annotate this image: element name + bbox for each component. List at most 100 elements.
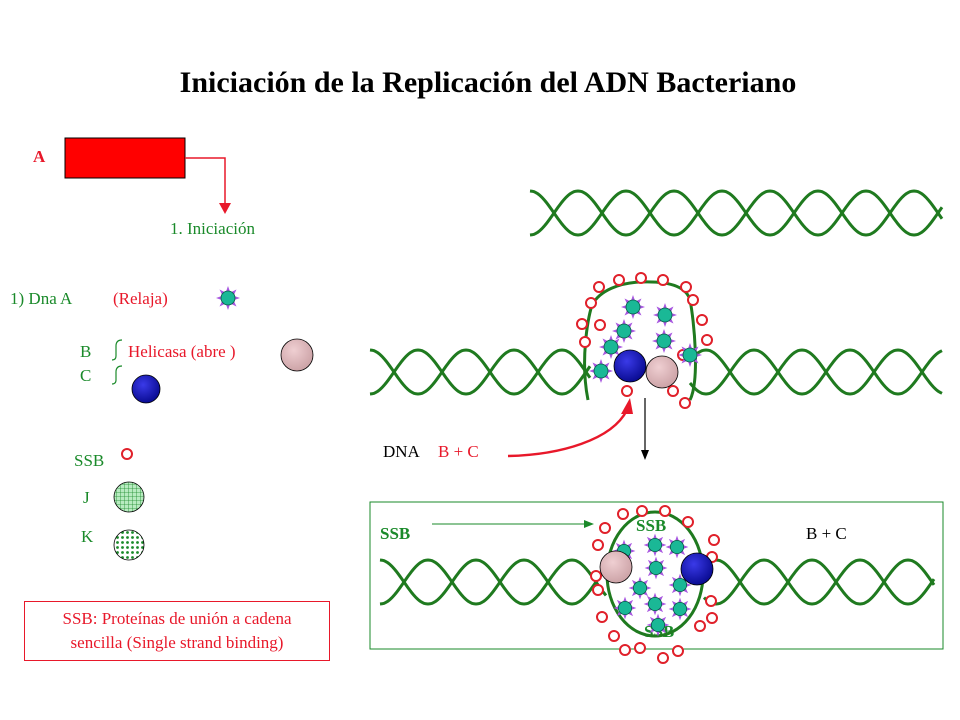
dna-a-protein-icon — [216, 286, 240, 310]
initiation-arrowhead — [219, 203, 231, 214]
ssb-ring-icon — [590, 570, 602, 582]
ssb-rings-bottom — [590, 505, 720, 664]
dna-a-protein-icon — [668, 597, 692, 621]
ssb-ring-icon — [594, 319, 606, 331]
dna-a-protein-icon — [652, 329, 676, 353]
note-line-1: SSB: Proteínas de unión a cadena — [62, 609, 292, 628]
initiation-arrow — [185, 157, 226, 205]
initiation-box — [64, 137, 186, 179]
ssb-ring-icon — [696, 314, 708, 326]
ssb-ring-icon — [636, 505, 648, 517]
ssb-ring-icon — [667, 385, 679, 397]
dna-strand — [529, 189, 944, 237]
dna-helix-top — [529, 189, 944, 237]
ssb-definition-note: SSB: Proteínas de unión a cadena sencill… — [24, 601, 330, 661]
dna-a-protein-icon — [665, 535, 689, 559]
ssb-ring-icon — [576, 318, 588, 330]
a-label: A — [33, 147, 46, 166]
dna-a-protein-icon — [613, 596, 637, 620]
dna-helix-bottom — [379, 558, 936, 606]
dna-a-cluster-middle — [589, 295, 702, 383]
dna-a-protein-icon — [653, 303, 677, 327]
j-label: J — [83, 488, 90, 507]
step-initiation-label: 1. Iniciación — [170, 219, 255, 238]
ssb-ring-icon — [634, 642, 646, 654]
ssb-ring-icon — [694, 620, 706, 632]
dna-a-protein-icon — [646, 613, 670, 637]
ssb-ring-icon — [657, 274, 669, 286]
ssb-ring-icon — [619, 644, 631, 656]
dna-a-protein-icon — [643, 533, 667, 557]
ssb-ring-icon — [608, 630, 620, 642]
ssb-ring-icon — [708, 534, 720, 546]
ssb-rings-middle — [576, 272, 713, 409]
c-label: C — [80, 366, 91, 385]
bracket-b-icon — [111, 339, 123, 361]
dna-a-label: 1) Dna A — [10, 289, 73, 308]
dna-arrow-bc-label: B + C — [438, 442, 479, 461]
ssb-ring-icon — [679, 397, 691, 409]
ssb-ring-icon — [672, 645, 684, 657]
dna-a-protein-icon — [612, 319, 636, 343]
dna-a-cluster-bottom — [612, 533, 692, 637]
bracket-c-icon — [111, 365, 123, 385]
protein-j-icon — [113, 481, 145, 513]
bc-loading-arrowhead — [621, 398, 633, 414]
dna-strand — [369, 348, 943, 396]
ssb-ring-icon — [617, 508, 629, 520]
ssb-ring-icon — [121, 448, 133, 460]
ssb-ring-icon — [706, 612, 718, 624]
helicase-b-ball-icon — [280, 338, 314, 372]
b-label: B — [80, 342, 91, 361]
dna-helix-middle — [369, 348, 943, 396]
ssb-ring-icon — [687, 294, 699, 306]
panel-bc-label: B + C — [806, 524, 847, 543]
dna-a-protein-icon — [589, 359, 613, 383]
ssb-ring-icon — [682, 516, 694, 528]
helicase-label: Helicasa (abre ) — [128, 342, 236, 361]
ssb-label: SSB — [74, 451, 104, 470]
helicase-b-middle-icon — [645, 355, 679, 389]
dna-arrow-label: DNA — [383, 442, 421, 461]
dna-strand — [379, 558, 936, 606]
dna-strand — [529, 189, 944, 237]
helicase-c-ball-icon — [131, 374, 161, 404]
ssb-ring-icon — [657, 652, 669, 664]
bc-loading-arrow — [507, 409, 629, 458]
dna-a-protein-icon — [621, 295, 645, 319]
panel-ssb-top-label: SSB — [636, 516, 666, 535]
dna-strand — [379, 558, 936, 606]
helicase-b-bottom-icon — [599, 550, 633, 584]
panel-ssb-arrowhead — [584, 520, 594, 528]
ssb-ring-icon — [579, 336, 591, 348]
ssb-ring-icon — [613, 274, 625, 286]
dna-a-protein-icon — [216, 286, 240, 310]
ssb-ring-icon — [621, 385, 633, 397]
ssb-ring-icon — [701, 334, 713, 346]
k-label: K — [81, 527, 94, 546]
replication-panel — [369, 501, 944, 650]
ssb-ring-icon — [592, 584, 604, 596]
dna-a-protein-icon — [644, 556, 668, 580]
page-title: Iniciación de la Replicación del ADN Bac… — [180, 66, 797, 99]
dna-a-protein-icon — [643, 592, 667, 616]
ssb-ring-icon — [585, 297, 597, 309]
ssb-ring-icon — [680, 281, 692, 293]
panel-ssb-left-label: SSB — [380, 524, 410, 543]
protein-k-icon — [113, 529, 145, 561]
dna-a-note: (Relaja) — [113, 289, 168, 308]
ssb-ring-icon — [599, 522, 611, 534]
dna-a-protein-icon — [599, 335, 623, 359]
ssb-ring-icon — [635, 272, 647, 284]
ssb-ring-icon — [592, 539, 604, 551]
ssb-ring-icon — [593, 281, 605, 293]
dna-strand — [369, 348, 943, 396]
note-line-2: sencilla (Single strand binding) — [70, 633, 284, 652]
ssb-ring-icon — [659, 505, 671, 517]
ssb-ring-icon — [705, 595, 717, 607]
ssb-ring-icon — [596, 611, 608, 623]
dna-a-protein-icon — [628, 576, 652, 600]
down-arrowhead — [641, 450, 649, 460]
helicase-c-bottom-icon — [680, 552, 714, 586]
helicase-c-middle-icon — [613, 349, 647, 383]
